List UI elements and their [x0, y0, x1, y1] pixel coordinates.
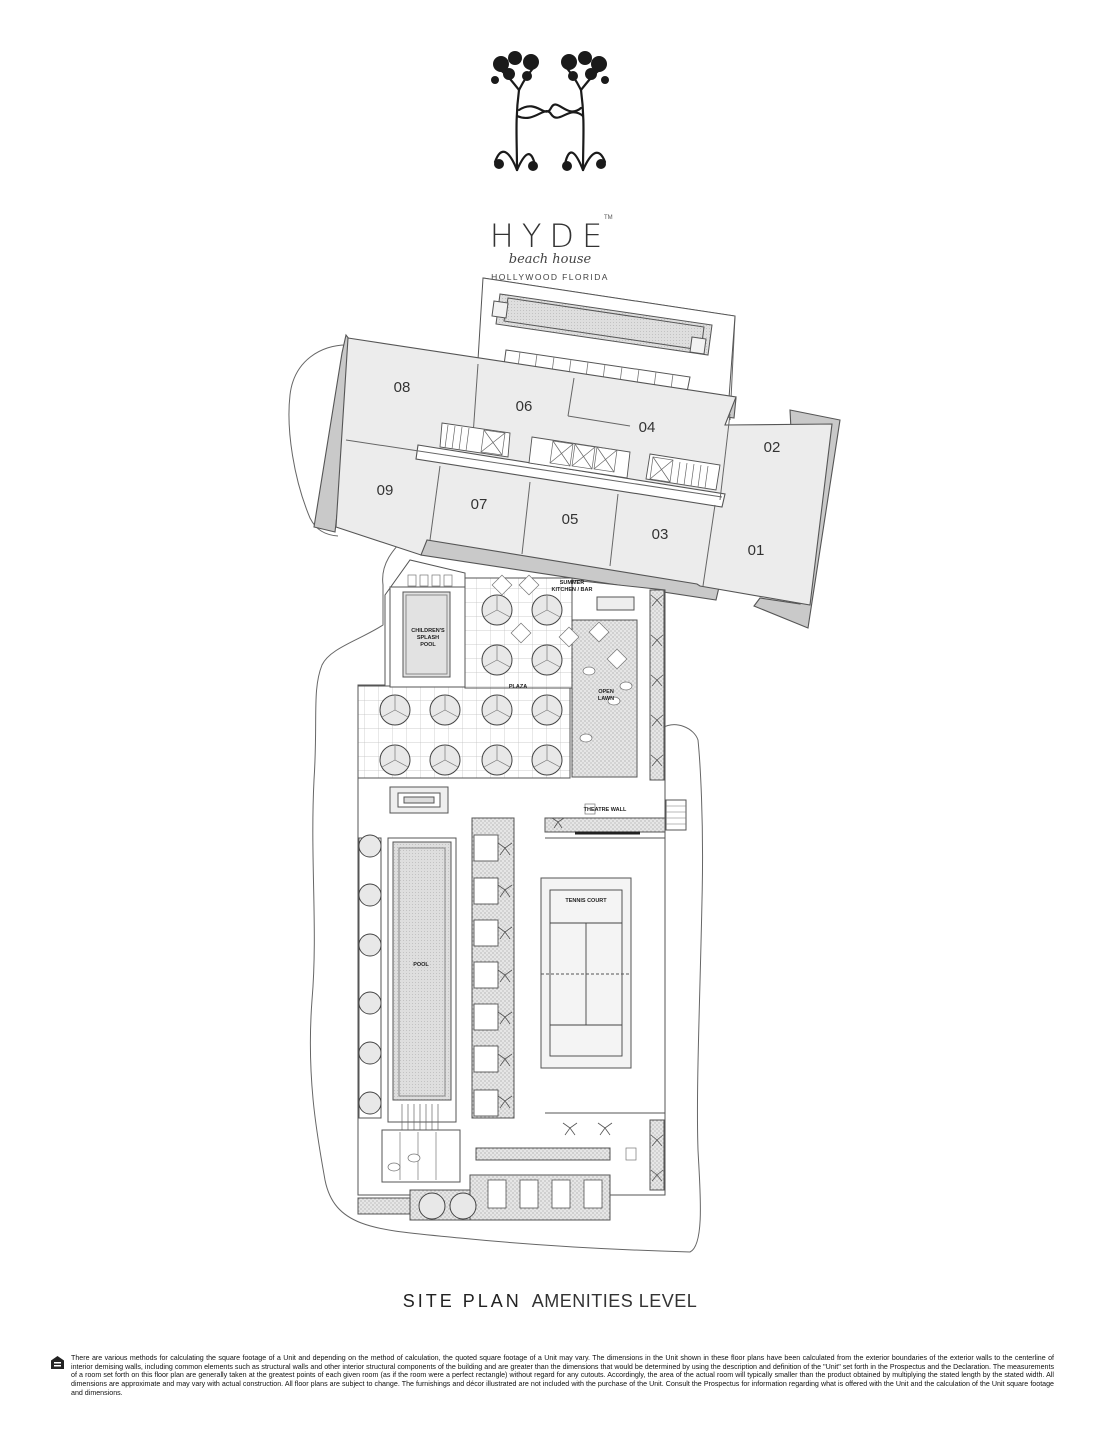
main-pool — [392, 841, 452, 1101]
splash-pool-label-line1: CHILDREN'S — [411, 628, 445, 634]
plaza-label: PLAZA — [509, 684, 527, 690]
pool-lounger-strip — [358, 837, 382, 1119]
brand-name: HYDE — [489, 217, 611, 255]
unit-number-07: 07 — [471, 496, 488, 513]
unit-number-05: 05 — [562, 511, 579, 528]
tower-boundary-left — [288, 344, 347, 537]
theatre-wall — [544, 817, 666, 833]
unit-number-02: 02 — [764, 439, 781, 456]
pool-label: POOL — [413, 962, 429, 968]
open-lawn-label-line2: LAWN — [598, 696, 614, 702]
summer-kitchen-label-line2: KITCHEN / BAR — [552, 587, 593, 593]
tennis-court-label: TENNIS COURT — [565, 898, 607, 904]
plan-title-sub: AMENITIES LEVEL — [531, 1291, 698, 1311]
poolside-trees — [358, 834, 382, 1115]
unit-number-09: 09 — [377, 482, 394, 499]
brand-tagline: beach house — [508, 252, 592, 267]
south-planter-east — [649, 1119, 665, 1191]
unit-number-01: 01 — [748, 542, 765, 559]
open-lawn-label-line1: OPEN — [598, 689, 614, 695]
site-boundary — [309, 531, 704, 1253]
splash-pool-label-line3: POOL — [420, 642, 436, 648]
equal-housing-icon — [51, 1356, 64, 1369]
plan-title-main: SITE PLAN — [402, 1291, 522, 1311]
theatre-wall-label: THEATRE WALL — [584, 807, 627, 813]
tree-h-logo-icon — [491, 51, 609, 172]
splash-pool-label-line2: SPLASH — [417, 635, 439, 641]
east-planter — [649, 589, 665, 781]
fire-feature — [475, 1147, 611, 1161]
brand-location: HOLLYWOOD FLORIDA — [491, 272, 609, 282]
south-deck — [381, 1129, 461, 1183]
stair — [665, 799, 687, 831]
amenity-deck — [357, 559, 687, 1221]
unit-number-06: 06 — [516, 398, 533, 415]
summer-kitchen-bar — [596, 596, 635, 611]
southwest-lawn — [357, 1197, 411, 1215]
trademark-mark: TM — [604, 215, 613, 221]
brand-logo: HYDE TM beach house HOLLYWOOD FLORIDA — [470, 45, 630, 282]
open-lawn — [571, 619, 638, 778]
residential-tower — [313, 333, 841, 629]
palm-trees — [497, 594, 664, 1182]
unit-number-04: 04 — [639, 419, 656, 436]
cafe-tables — [491, 574, 637, 1161]
summer-kitchen-label-line1: SUMMER — [560, 580, 584, 586]
plan-title: SITE PLAN AMENITIES LEVEL — [0, 1291, 1100, 1312]
unit-number-08: 08 — [394, 379, 411, 396]
unit-number-03: 03 — [652, 526, 669, 543]
legal-disclaimer: There are various methods for calculatin… — [71, 1354, 1054, 1397]
childrens-splash-pool — [402, 591, 451, 678]
